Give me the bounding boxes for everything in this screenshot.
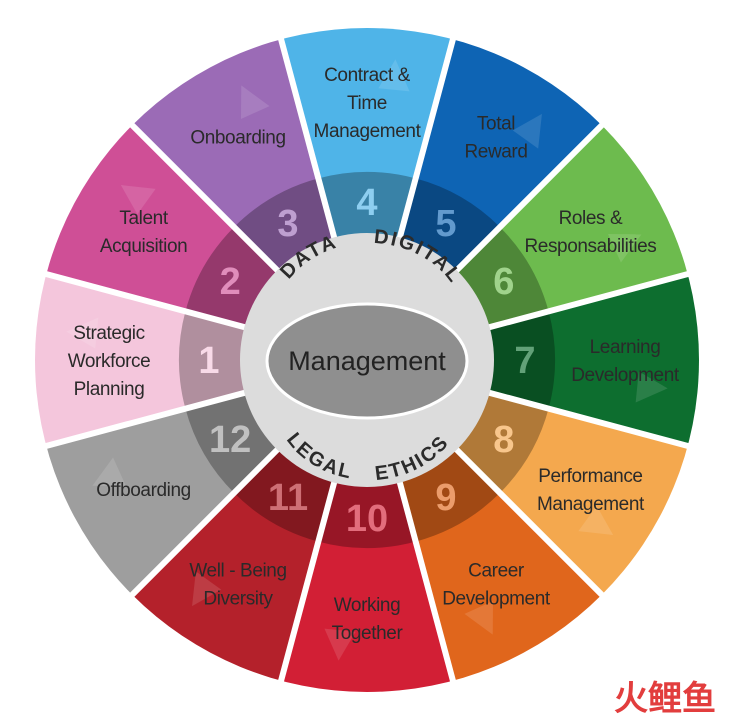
segment-label-12: Offboarding xyxy=(96,480,191,501)
segment-band-4 xyxy=(318,172,416,245)
segment-callout-3 xyxy=(240,85,270,119)
segment-band-7 xyxy=(482,311,555,409)
segment-band-1 xyxy=(179,311,252,409)
separator-line xyxy=(124,441,286,603)
segment-band-10 xyxy=(318,475,416,548)
segment-label-line: Reward xyxy=(464,142,527,163)
segment-label-line: Diversity xyxy=(203,588,273,609)
segment-number-2: 2 xyxy=(220,261,241,303)
segment-number-6: 6 xyxy=(493,261,514,303)
segment-label-line: Management xyxy=(314,121,422,142)
segment-label-line: Development xyxy=(442,588,551,609)
segment-label-line: Total xyxy=(477,114,515,135)
separator-line xyxy=(480,269,697,333)
segment-number-1: 1 xyxy=(198,340,219,382)
separator-line xyxy=(276,30,340,247)
segment-label-line: Acquisition xyxy=(100,236,187,257)
segment-number-8: 8 xyxy=(493,419,514,461)
segment-1 xyxy=(35,272,188,448)
segment-callout-12 xyxy=(92,457,126,487)
segment-4 xyxy=(279,28,455,181)
segment-callout-10 xyxy=(324,628,356,661)
segment-label-line: Contract & xyxy=(324,65,410,86)
segment-label-line: Together xyxy=(332,623,404,644)
segment-callout-7 xyxy=(635,371,668,403)
segment-label-line: Learning xyxy=(590,337,661,358)
segment-label-3: Onboarding xyxy=(190,128,285,149)
segment-callout-1 xyxy=(66,317,99,349)
watermark-logo: 火鲤鱼 xyxy=(614,679,716,719)
separator-line xyxy=(37,269,254,333)
segment-callout-6 xyxy=(608,233,642,263)
segment-label-line: Roles & xyxy=(559,208,623,229)
segment-label-line: Strategic xyxy=(73,323,144,344)
segment-callout-8 xyxy=(578,505,614,535)
separator-line xyxy=(480,387,697,451)
segment-number-11: 11 xyxy=(268,477,308,519)
separator-line xyxy=(124,117,286,279)
segment-label-line: Workforce xyxy=(68,351,151,372)
segment-label-line: Development xyxy=(571,365,680,386)
segment-label-line: Well - Being xyxy=(189,560,286,581)
segment-number-4: 4 xyxy=(356,182,377,224)
separator-line xyxy=(448,441,610,603)
separator-line xyxy=(37,387,254,451)
segment-number-12: 12 xyxy=(209,419,251,461)
segment-label-line: Management xyxy=(537,494,645,515)
separator-line xyxy=(394,473,458,690)
segment-callout-11 xyxy=(192,571,222,607)
segment-separators xyxy=(37,30,697,690)
segment-number-5: 5 xyxy=(435,203,456,245)
segment-number-3: 3 xyxy=(277,203,298,245)
segment-number-10: 10 xyxy=(346,498,388,540)
segment-callout-2 xyxy=(120,185,156,215)
separator-line xyxy=(394,30,458,247)
segment-callout-9 xyxy=(464,601,494,635)
segment-label-line: Talent xyxy=(119,208,168,229)
inner-ring: DATA DIGITAL LEGAL ETHICS Management xyxy=(240,226,494,487)
center-oval xyxy=(265,302,469,420)
center-title: Management xyxy=(288,346,446,376)
separator-line xyxy=(448,117,610,279)
segment-label-line: Career xyxy=(468,560,525,581)
segment-10 xyxy=(279,539,455,692)
segment-label-line: Working xyxy=(334,595,401,616)
segment-label-line: Onboarding xyxy=(190,128,285,149)
segment-callout-4 xyxy=(378,59,410,92)
segment-label-line: Time xyxy=(347,93,387,114)
segment-callout-5 xyxy=(512,113,542,149)
watermark-text: 火鲤鱼 xyxy=(614,679,716,719)
segment-label-6: Roles & Responsabilities xyxy=(524,208,656,257)
segment-label-line: Performance xyxy=(538,466,642,487)
segment-label-line: Planning xyxy=(74,379,145,400)
segment-number-9: 9 xyxy=(435,477,456,519)
segment-number-7: 7 xyxy=(514,340,535,382)
separator-line xyxy=(276,473,340,690)
segment-label-line: Offboarding xyxy=(96,480,191,501)
segment-label-line: Responsabilities xyxy=(524,236,656,257)
segment-7 xyxy=(546,272,699,448)
